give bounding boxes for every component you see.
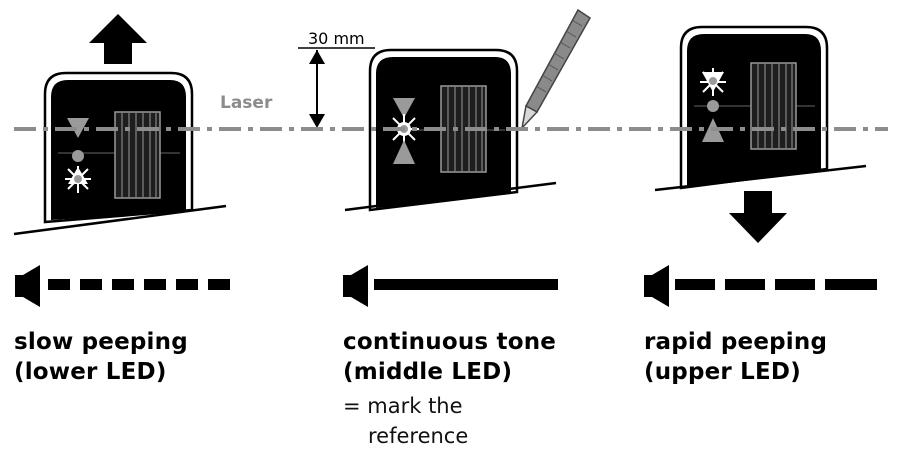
caption-upper-led: rapid peeping (upper LED) xyxy=(644,327,827,387)
pencil-icon xyxy=(520,8,591,131)
caption-middle-led: continuous tone (middle LED) = mark the … xyxy=(343,327,556,451)
panel-lower-led xyxy=(13,14,230,307)
arrow-down-icon xyxy=(729,191,787,243)
receiver-device xyxy=(43,71,194,224)
caption-line2: (upper LED) xyxy=(644,359,801,385)
led-lower-active xyxy=(65,166,91,193)
led-upper xyxy=(393,98,415,118)
sound-indicator-dashed-slow xyxy=(48,279,230,290)
receiver-device xyxy=(679,25,829,190)
led-upper-active xyxy=(700,68,726,96)
speaker-icon xyxy=(343,265,368,307)
speaker-icon xyxy=(644,265,669,307)
ground-line xyxy=(13,204,227,236)
led-middle xyxy=(72,150,84,162)
ground-line xyxy=(654,164,867,192)
caption-line2: (lower LED) xyxy=(14,359,167,385)
led-lower xyxy=(393,140,415,164)
panel-upper-led xyxy=(644,25,877,307)
sound-indicator-continuous xyxy=(374,279,558,290)
caption-line1: rapid peeping xyxy=(644,329,828,355)
caption-note-line1: = mark the xyxy=(343,394,463,418)
caption-line2: (middle LED) xyxy=(343,359,513,385)
sound-indicator-dashed-rapid xyxy=(675,279,877,290)
arrow-up-icon xyxy=(89,14,147,64)
dimension-30mm: 30 mm xyxy=(298,29,375,128)
ground-line xyxy=(344,181,557,212)
caption-note-line2: reference xyxy=(368,424,469,448)
led-upper xyxy=(67,118,89,138)
caption-lower-led: slow peeping (lower LED) xyxy=(14,327,188,387)
speaker-icon xyxy=(15,265,40,307)
dimension-label: 30 mm xyxy=(308,29,365,48)
panel-middle-led: 30 mm Laser xyxy=(220,8,591,307)
caption-line1: slow peeping xyxy=(14,329,188,355)
laser-label: Laser xyxy=(220,93,273,113)
led-middle xyxy=(707,100,719,112)
caption-line1: continuous tone xyxy=(343,329,557,355)
